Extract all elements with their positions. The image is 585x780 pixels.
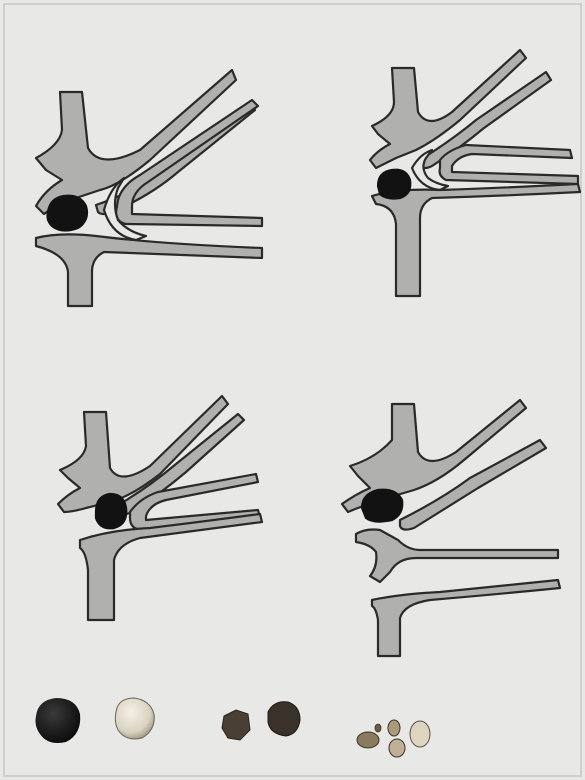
specimen-small-stone-4: [410, 721, 430, 747]
calculus-stone: [362, 490, 402, 522]
specimen-small-stone-2: [388, 720, 400, 736]
specimen-dark-round-stone: [36, 698, 81, 743]
calculus-stone: [48, 196, 88, 231]
specimen-small-stone-3: [389, 739, 405, 757]
calculus-stone: [378, 170, 410, 199]
specimen-small-stone-1: [357, 732, 379, 748]
specimen-pale-round-stone: [115, 698, 154, 739]
calculus-stone: [96, 494, 126, 528]
specimen-angular-stone-2: [268, 702, 300, 736]
specimen-small-stone-5: [375, 724, 381, 732]
